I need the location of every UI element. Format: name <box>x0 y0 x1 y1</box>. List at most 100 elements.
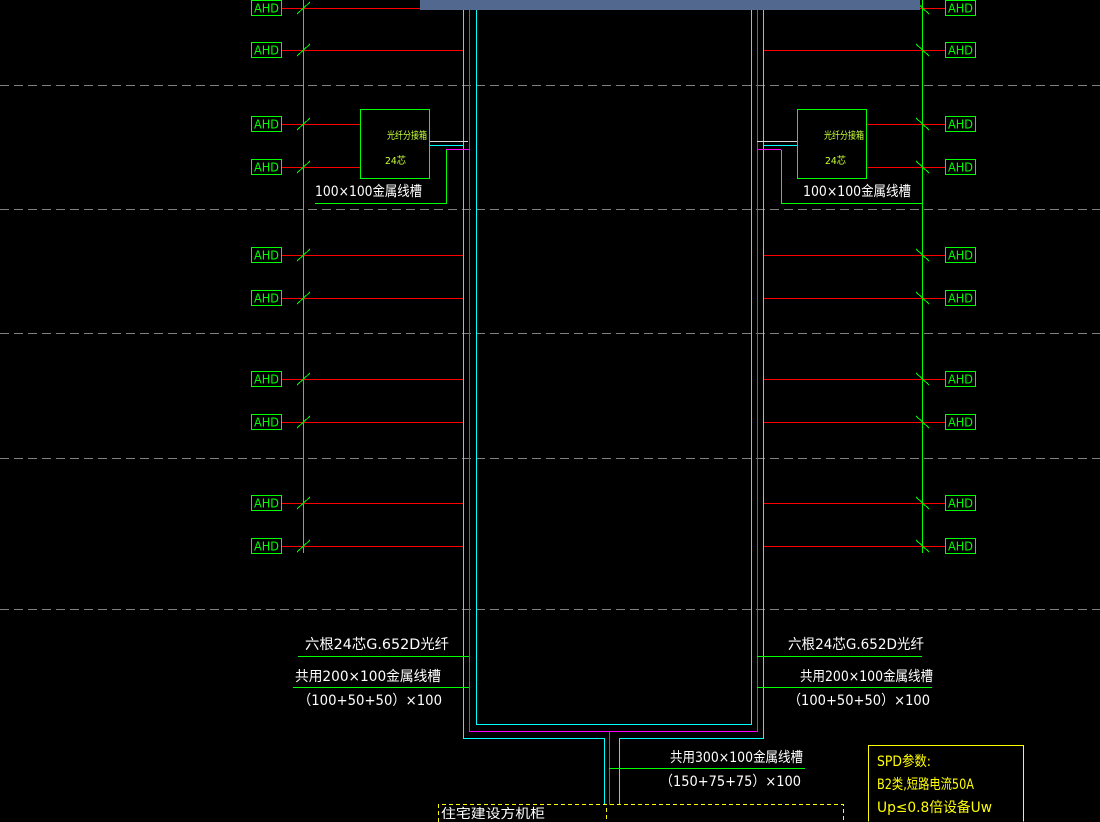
branch-tick-right <box>915 43 930 57</box>
cable-shaft <box>463 0 764 805</box>
outlet-box <box>945 414 976 430</box>
outlet-box <box>945 116 976 132</box>
outlet-box <box>945 247 976 263</box>
tray-leader-line <box>781 150 922 204</box>
branch-tick-left <box>296 1 311 15</box>
branch-tick-right <box>915 248 930 262</box>
residential-cabinet: 住宅建设方机柜 <box>438 804 844 822</box>
outlet-label: AHD <box>254 540 279 554</box>
branch-tick-right <box>915 291 930 305</box>
spd-box-outline <box>868 745 1024 822</box>
left-fiber-distribution-box: 光纤分接箱 24芯 100×100金属线槽 <box>315 109 469 204</box>
branch-tick-left <box>296 248 311 262</box>
shaft-outer-left-outline <box>463 0 605 805</box>
outlet-box <box>251 247 282 263</box>
outlet-label: AHD <box>254 44 279 58</box>
fiber-box-cores: 24芯 <box>825 154 846 167</box>
tray-label: 100×100金属线槽 <box>315 184 422 200</box>
outlet-label: AHD <box>948 118 973 132</box>
tray-spec-note: 共用200×100金属线槽 <box>295 669 441 685</box>
fiber-box-outline <box>360 109 430 179</box>
outlet-box <box>945 495 976 511</box>
outlet-label: AHD <box>948 292 973 306</box>
outlet-box <box>251 42 282 58</box>
outlet-box <box>251 159 282 175</box>
branch-tick-right <box>915 415 930 429</box>
ahd-outlet-right: AHD <box>945 495 976 511</box>
fiber-spec-note: 六根24芯G.652D光纤 <box>788 637 924 653</box>
outlet-label: AHD <box>948 497 973 511</box>
ahd-outlet-left: AHD <box>251 0 282 16</box>
ahd-outlet-right: AHD <box>945 42 976 58</box>
branch-tick-right <box>915 496 930 510</box>
ahd-outlets: AHD AHD AHD AHD AHD AHD AHD AHD AHD AHD AHD AHD AHD A… <box>251 0 976 554</box>
outlet-box <box>251 290 282 306</box>
fiber-box-name: 光纤分接箱 <box>824 129 864 142</box>
outlet-box <box>251 371 282 387</box>
outlet-box <box>945 538 976 554</box>
outlet-cable-lines <box>282 8 945 547</box>
outlet-box <box>251 495 282 511</box>
ahd-outlet-right: AHD <box>945 290 976 306</box>
ahd-outlet-right: AHD <box>945 0 976 16</box>
branch-tick-right <box>915 160 930 174</box>
shaft-outer-right-outline <box>619 0 764 805</box>
ahd-outlet-right: AHD <box>945 116 976 132</box>
branch-tick-left <box>296 291 311 305</box>
ahd-outlet-right: AHD <box>945 159 976 175</box>
spd-line: B2类,短路电流50A <box>877 777 974 793</box>
ahd-outlet-right: AHD <box>945 371 976 387</box>
right-fiber-distribution-box: 光纤分接箱 24芯 100×100金属线槽 <box>757 109 922 204</box>
tray-label: 100×100金属线槽 <box>803 184 911 200</box>
outlet-box <box>251 0 282 16</box>
floor-slab-bar <box>420 0 920 10</box>
ahd-outlet-left: AHD <box>251 247 282 263</box>
outlet-label: AHD <box>948 416 973 430</box>
left-riser-annotation: 六根24芯G.652D光纤 共用200×100金属线槽 （100+50+50）×… <box>293 637 469 709</box>
shaft-fiber-outline <box>469 0 758 732</box>
branch-tick-left <box>296 117 311 131</box>
fiber-box-outline <box>797 109 867 179</box>
tray-split-note: （100+50+50）×100 <box>788 693 930 709</box>
outlet-label: AHD <box>254 118 279 132</box>
trunk-annotation: 共用300×100金属线槽 （150+75+75）×100 <box>609 750 805 790</box>
outlet-box <box>251 414 282 430</box>
fiber-box-name: 光纤分接箱 <box>387 129 427 142</box>
ahd-outlet-right: AHD <box>945 414 976 430</box>
ahd-outlet-right: AHD <box>945 538 976 554</box>
right-riser-annotation: 六根24芯G.652D光纤 共用200×100金属线槽 （100+50+50）×… <box>757 637 933 709</box>
outlet-label: AHD <box>254 249 279 263</box>
tray-split-note: （100+50+50）×100 <box>298 693 442 709</box>
tray-leader-line <box>315 150 447 204</box>
branch-tick-right <box>915 372 930 386</box>
outlet-label: AHD <box>948 161 973 175</box>
ahd-outlet-left: AHD <box>251 116 282 132</box>
fiber-box-cores: 24芯 <box>385 154 406 167</box>
branch-tick-left <box>296 539 311 553</box>
outlet-label: AHD <box>948 2 973 16</box>
trunk-tray-split-note: （150+75+75）×100 <box>660 774 801 790</box>
outlet-box <box>945 42 976 58</box>
trunk-tray-note: 共用300×100金属线槽 <box>670 750 803 766</box>
branch-tick-left <box>296 43 311 57</box>
ahd-outlet-right: AHD <box>945 247 976 263</box>
shaft-inner-outline <box>476 0 752 725</box>
branch-tick-left <box>296 415 311 429</box>
ahd-outlet-left: AHD <box>251 159 282 175</box>
outlet-label: AHD <box>254 161 279 175</box>
outlet-label: AHD <box>948 249 973 263</box>
branch-tick-right <box>915 539 930 553</box>
outlet-box <box>945 371 976 387</box>
branch-tick-left <box>296 496 311 510</box>
outlet-label: AHD <box>254 292 279 306</box>
cabinet-outline <box>438 804 844 822</box>
outlet-label: AHD <box>254 416 279 430</box>
tray-spec-note: 共用200×100金属线槽 <box>800 669 933 685</box>
ahd-outlet-left: AHD <box>251 495 282 511</box>
outlet-box <box>945 0 976 16</box>
ahd-outlet-left: AHD <box>251 42 282 58</box>
fiber-spec-note: 六根24芯G.652D光纤 <box>305 637 449 653</box>
outlet-label: AHD <box>254 497 279 511</box>
